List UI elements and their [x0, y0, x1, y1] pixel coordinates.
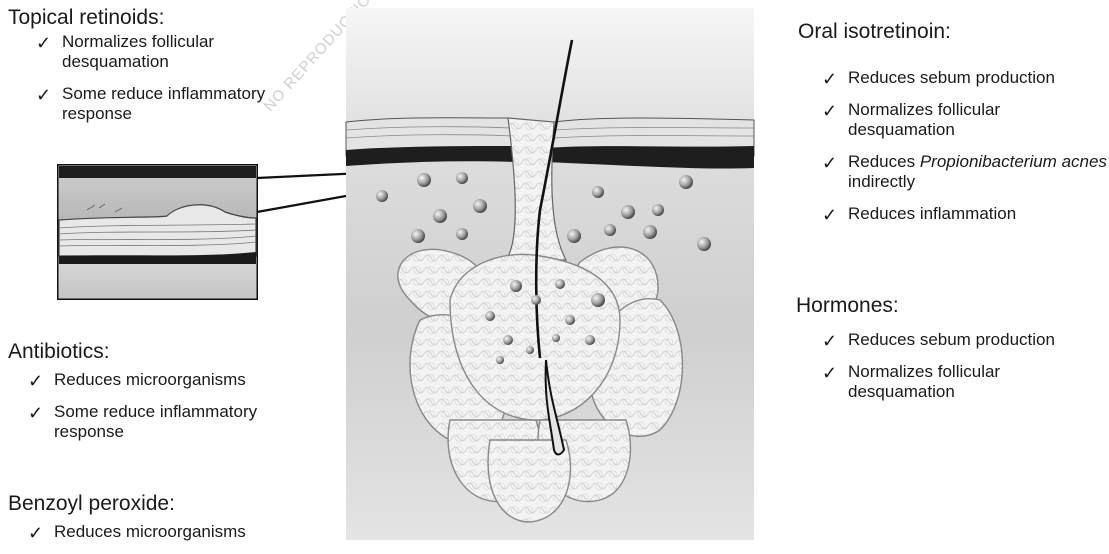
skin-inset-illustration — [57, 164, 258, 300]
inset-top-dark-band — [59, 166, 256, 178]
follicle-illustration — [340, 0, 760, 546]
